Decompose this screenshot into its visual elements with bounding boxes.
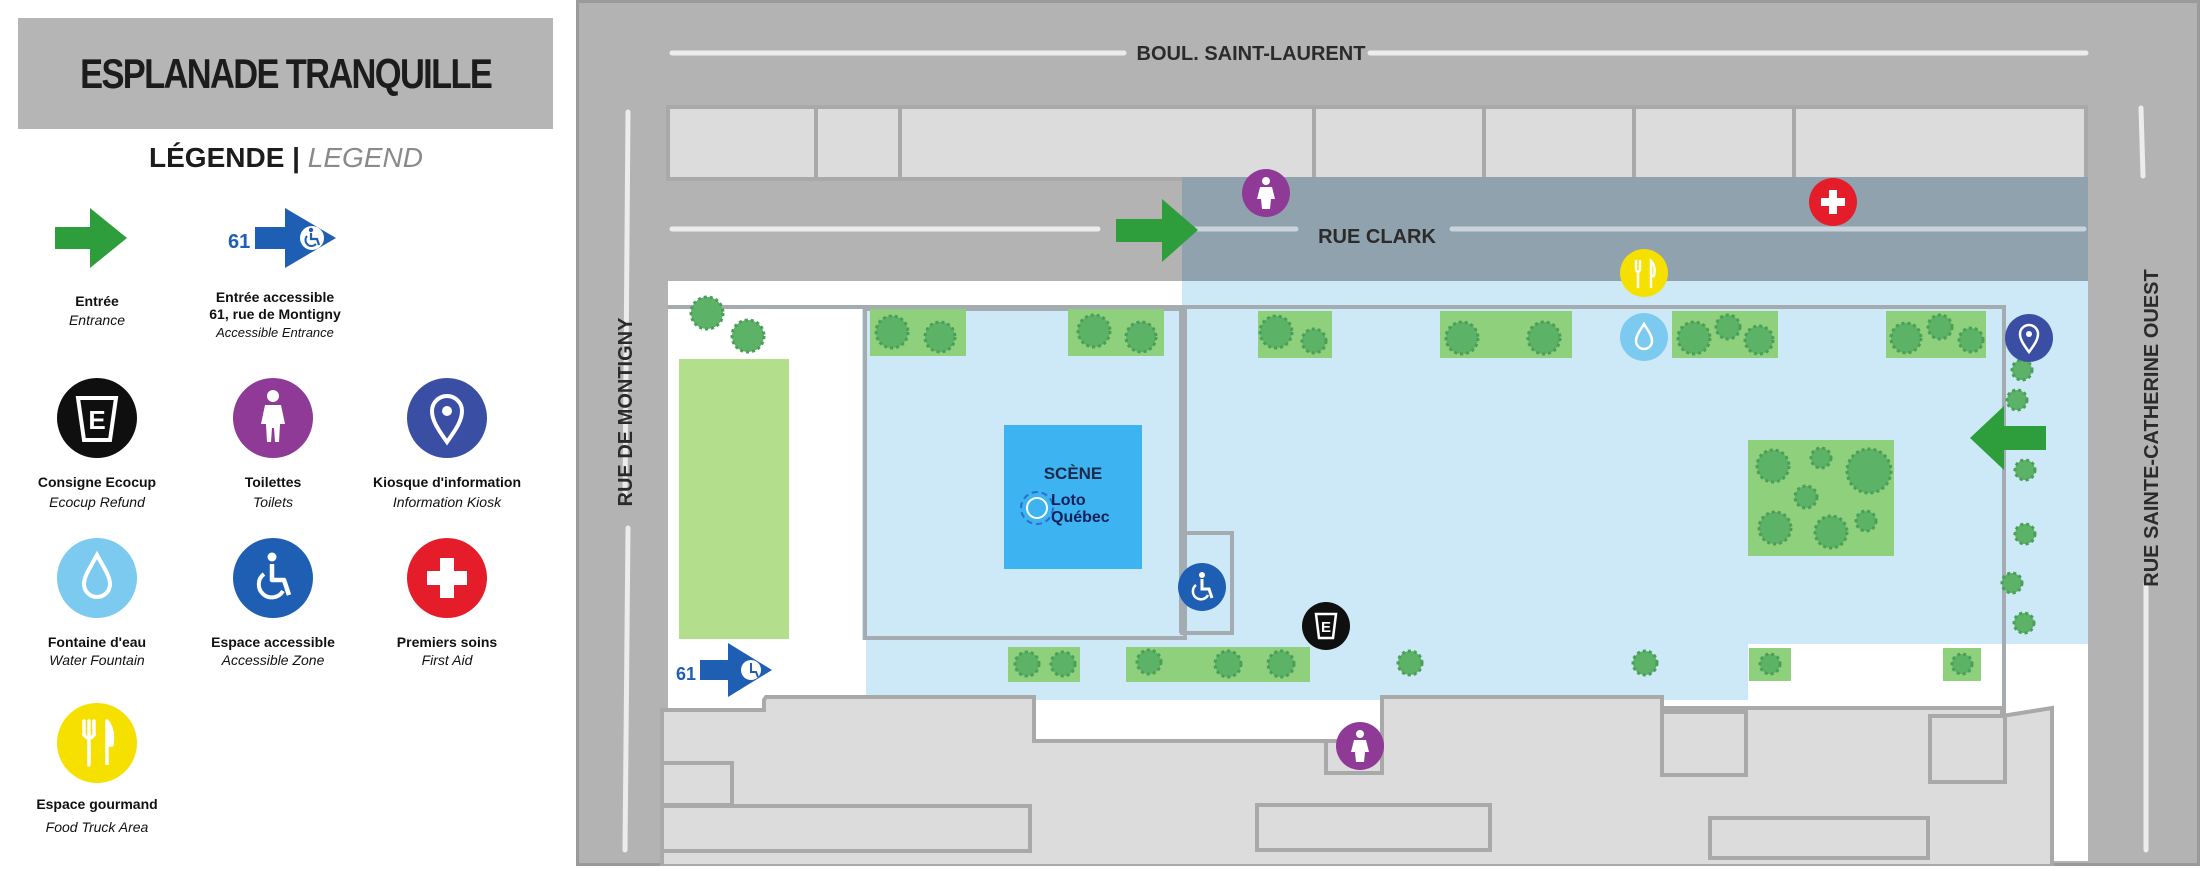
entrance-arrow-sainte-catherine (1970, 406, 2046, 470)
info-kiosk-marker (2005, 314, 2053, 362)
legend-label-fr-line2: 61, rue de Montigny (209, 306, 341, 322)
page-title: ESPLANADE TRANQUILLE (79, 49, 493, 97)
info-kiosk-icon (407, 378, 487, 458)
sponsor-line1: Loto (1051, 492, 1086, 509)
food-icon (57, 703, 137, 783)
first-aid-icon (407, 538, 487, 618)
legend-label-fr: Kiosque d'information (373, 474, 521, 490)
legend-heading-separator: | (292, 142, 301, 173)
food-marker (1620, 249, 1668, 297)
wheelchair-icon (233, 538, 313, 618)
plaza-area (862, 281, 2088, 700)
top-buildings (666, 105, 2088, 181)
legend-label-en: Information Kiosk (392, 494, 502, 510)
legend-heading: LÉGENDE | LEGEND (0, 142, 572, 174)
accessible-entrance-marker: 61 (676, 643, 772, 697)
green-arrow-icon (55, 208, 127, 268)
legend-label-fr: Espace accessible (211, 634, 335, 650)
trees (689, 295, 2037, 679)
legend-label-en: Accessible Zone (221, 652, 325, 668)
bottom-buildings (660, 695, 2054, 868)
park-strip (679, 359, 789, 639)
legend-label-en: Water Fountain (49, 652, 145, 668)
legend-label-fr: Entrée accessible (215, 289, 335, 305)
map-canvas: SCÈNE Loto Québec (573, 0, 2200, 869)
legend-label-fr: Entrée (75, 293, 119, 309)
street-label-sainte-catherine: RUE SAINTE-CATHERINE OUEST (2141, 269, 2163, 586)
legend-label-fr: Consigne Ecocup (37, 474, 157, 490)
street-label-clark: RUE CLARK (1318, 226, 1436, 248)
street-label-montigny: RUE DE MONTIGNY (615, 317, 637, 507)
svg-text:E: E (1321, 619, 1331, 636)
road-lines (622, 50, 2149, 853)
legend-label-en: Entrance (68, 312, 126, 328)
legend-heading-fr: LÉGENDE (149, 142, 285, 173)
title-bar: ESPLANADE TRANQUILLE (18, 18, 553, 129)
legend-label-en: First Aid (421, 652, 473, 668)
accessible-entrance-badge: 61 (228, 231, 250, 253)
legend-label-en: Accessible Entrance (216, 325, 334, 340)
wheelchair-marker (1178, 563, 1226, 611)
legend-panel: ESPLANADE TRANQUILLE LÉGENDE | LEGEND En… (0, 0, 572, 866)
ecocup-marker: E (1302, 602, 1350, 650)
sponsor-line2: Québec (1051, 509, 1110, 526)
first-aid-marker (1809, 178, 1857, 226)
loto-quebec-logo: Loto Québec (1020, 491, 1110, 526)
legend-label-fr: Fontaine d'eau (47, 634, 147, 650)
legend-label-en: Ecocup Refund (49, 494, 145, 510)
legend-label-en: Food Truck Area (45, 819, 149, 835)
entrance-arrow-clark (1116, 199, 1198, 262)
svg-text:E: E (88, 405, 105, 435)
legend-label-en: Toilets (253, 494, 293, 510)
toilet-marker-bottom (1336, 722, 1384, 770)
legend-heading-en: LEGEND (307, 142, 423, 173)
toilet-marker-top (1242, 169, 1290, 217)
legend-label-fr: Toilettes (244, 474, 302, 490)
stage-label: SCÈNE (1044, 464, 1103, 483)
accessible-entrance-arrow-icon: 61 (228, 208, 336, 268)
legend-label-fr: Espace gourmand (36, 796, 158, 812)
accessible-entrance-badge: 61 (676, 664, 696, 684)
site-map: SCÈNE Loto Québec (573, 0, 2200, 869)
water-fountain-marker (1620, 313, 1668, 361)
ecocup-icon: E (57, 378, 137, 458)
stage-block (1004, 425, 1142, 569)
water-drop-icon (57, 538, 137, 618)
legend-label-fr: Premiers soins (396, 634, 498, 650)
toilet-icon (233, 378, 313, 458)
street-label-saint-laurent: BOUL. SAINT-LAURENT (1137, 43, 1366, 65)
